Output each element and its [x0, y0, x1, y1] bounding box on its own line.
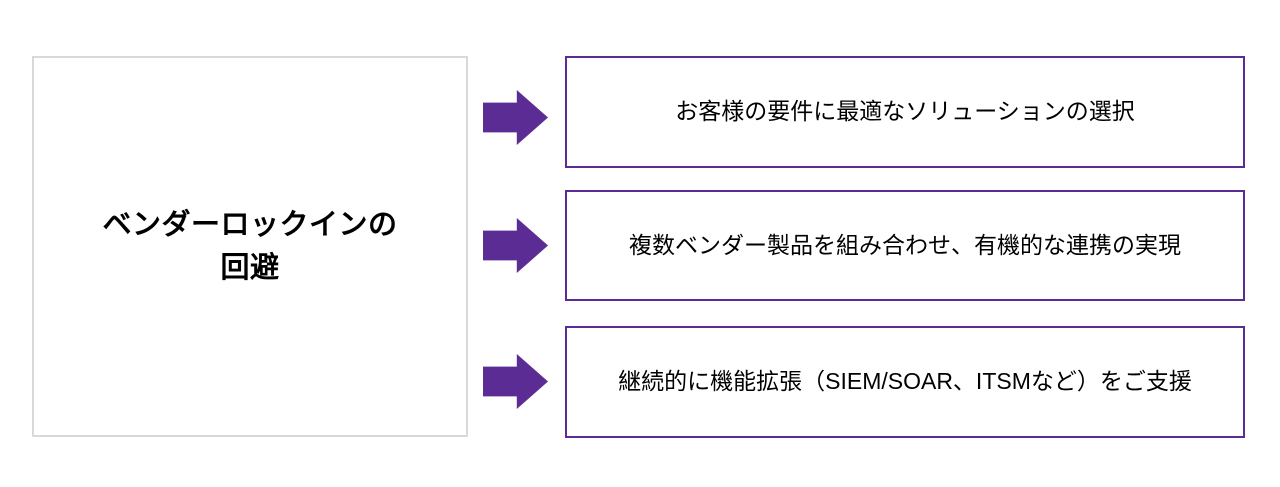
right-arrow-icon — [483, 90, 548, 145]
left-box-title: ベンダーロックインの 回避 — [102, 204, 397, 288]
left-box-title-line1: ベンダーロックインの — [102, 209, 398, 242]
vendor-lockin-avoidance-box: ベンダーロックインの 回避 — [32, 56, 468, 437]
flow-box-solution-selection: お客様の要件に最適なソリューションの選択 — [565, 56, 1245, 168]
right-arrow-icon — [483, 354, 548, 409]
right-arrow-icon — [483, 218, 548, 273]
flow-box-text: 継続的に機能拡張（SIEM/SOAR、ITSMなど）をご支援 — [618, 368, 1192, 395]
flow-box-text: 複数ベンダー製品を組み合わせ、有機的な連携の実現 — [629, 231, 1181, 258]
flow-box-text: お客様の要件に最適なソリューションの選択 — [675, 98, 1135, 125]
left-box-title-line2: 回避 — [220, 251, 280, 284]
flow-box-multivendor-integration: 複数ベンダー製品を組み合わせ、有機的な連携の実現 — [565, 190, 1245, 301]
flow-box-continuous-expansion: 継続的に機能拡張（SIEM/SOAR、ITSMなど）をご支援 — [565, 326, 1245, 438]
